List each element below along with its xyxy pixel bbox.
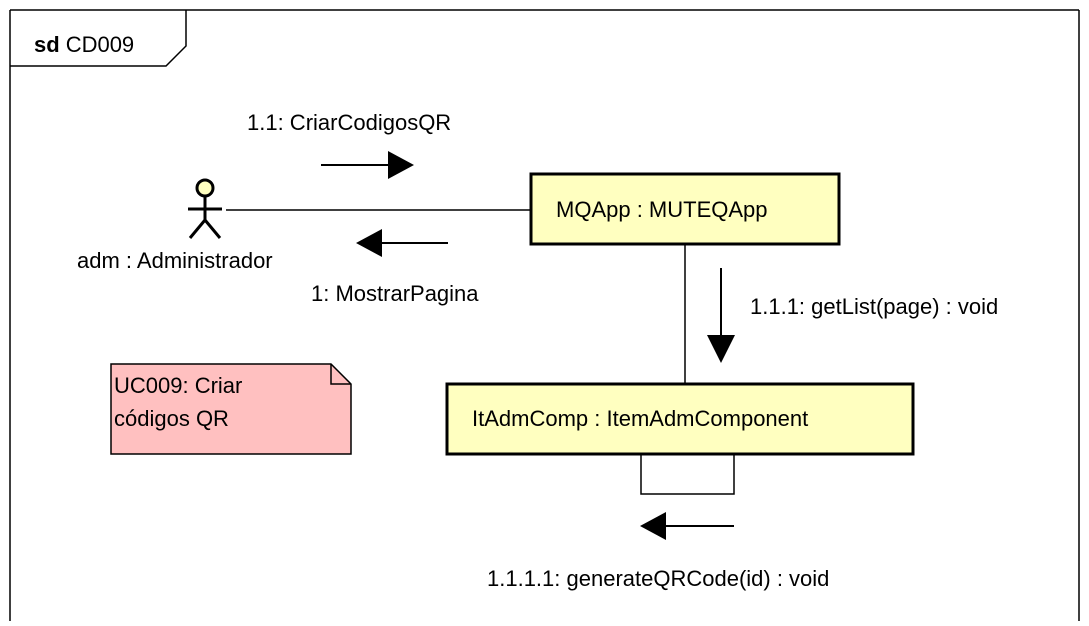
note-fold bbox=[330, 364, 351, 385]
self-link-itadmcomp bbox=[640, 455, 735, 495]
message-1-label: 1: MostrarPagina bbox=[311, 281, 479, 306]
frame-keyword: sd bbox=[34, 32, 60, 57]
message-1-1: 1.1: CriarCodigosQR bbox=[247, 110, 451, 179]
message-1-1-1: 1.1.1: getList(page) : void bbox=[707, 268, 998, 363]
itadmcomp-label: ItAdmComp : ItemAdmComponent bbox=[472, 406, 808, 431]
message-1-1-arrowhead bbox=[388, 151, 414, 179]
message-1-1-1-1-arrowhead bbox=[640, 512, 666, 540]
note-shape bbox=[110, 363, 352, 455]
message-1: 1: MostrarPagina bbox=[311, 229, 479, 306]
actor-left-leg bbox=[188, 219, 207, 239]
frame-tab bbox=[10, 10, 187, 67]
message-1-1-1-1-label: 1.1.1.1: generateQRCode(id) : void bbox=[487, 566, 829, 591]
actor-right-leg bbox=[203, 219, 222, 239]
message-1-1-1-1: 1.1.1.1: generateQRCode(id) : void bbox=[487, 512, 829, 591]
itadmcomp-box bbox=[445, 382, 915, 456]
note-line-2: códigos QR bbox=[114, 406, 229, 431]
lifeline-mqapp: MQApp : MUTEQApp bbox=[529, 172, 841, 246]
mqapp-box bbox=[529, 172, 841, 246]
actor-administrador: adm : Administrador bbox=[77, 178, 273, 273]
mqapp-label: MQApp : MUTEQApp bbox=[556, 197, 768, 222]
note-uc009: UC009: Criar códigos QR bbox=[110, 363, 352, 455]
message-1-1-1-label: 1.1.1: getList(page) : void bbox=[750, 294, 998, 319]
actor-label: adm : Administrador bbox=[77, 248, 273, 273]
message-1-arrowhead bbox=[356, 229, 382, 257]
message-1-1-label: 1.1: CriarCodigosQR bbox=[247, 110, 451, 135]
note-line-1: UC009: Criar bbox=[114, 373, 242, 398]
frame-name: CD009 bbox=[66, 32, 134, 57]
message-1-1-1-arrowhead bbox=[707, 335, 735, 363]
lifeline-itadmcomp: ItAdmComp : ItemAdmComponent bbox=[445, 382, 915, 456]
actor-head bbox=[195, 178, 215, 198]
